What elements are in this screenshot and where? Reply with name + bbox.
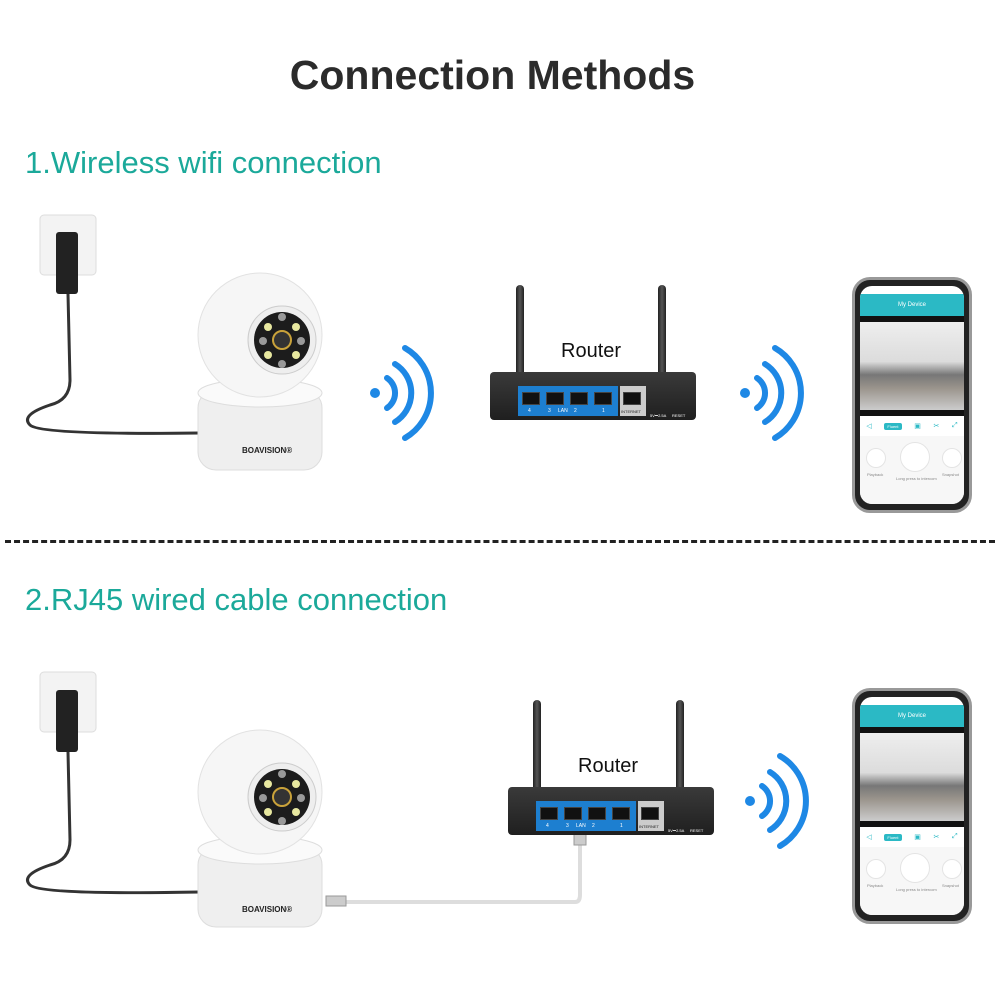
app-header: My Device <box>860 705 964 727</box>
divider <box>5 540 995 543</box>
power-label: 5V⎓2.5A <box>668 828 685 833</box>
lan-ports: 4 3 LAN 2 1 <box>518 386 618 416</box>
camera: BOAVISION® <box>197 272 323 471</box>
router-label: Router <box>561 340 622 362</box>
router-antenna <box>516 285 524 380</box>
internet-port: INTERNET <box>620 386 646 416</box>
router-antenna <box>676 700 684 795</box>
page-title: Connection Methods <box>289 52 696 98</box>
port-label: 3 <box>566 823 569 829</box>
camera-brand-logo: BOAVISION® <box>242 905 292 914</box>
port-label: 2 <box>592 823 595 829</box>
snapshot-label: Snapshot <box>942 883 959 888</box>
internet-port: INTERNET <box>638 801 664 831</box>
reset-label: RESET <box>672 413 686 418</box>
quality-button: Fluent <box>884 833 902 841</box>
playback-label: Playback <box>867 883 884 888</box>
phone: My Device ◁Fluent▣✂⤢ Playback Long press… <box>852 277 972 513</box>
camera: BOAVISION® <box>197 729 323 928</box>
router: 4 3 LAN 2 1 INTERNET 5V⎓2.5A RESET <box>508 787 714 835</box>
port-label: 3 <box>548 408 551 414</box>
router-antenna <box>533 700 541 795</box>
app-header: My Device <box>860 294 964 316</box>
port-label: 4 <box>528 408 531 414</box>
router-label: Router <box>578 755 639 777</box>
section-heading-wired: 2.RJ45 wired cable connection <box>25 582 448 617</box>
port-label: LAN <box>576 823 586 829</box>
reset-label: RESET <box>690 828 704 833</box>
section-heading-wireless: 1.Wireless wifi connection <box>25 145 382 180</box>
lan-ports: 4 3 LAN 2 1 <box>536 801 636 831</box>
camera-brand-logo: BOAVISION® <box>242 446 292 455</box>
router-antenna <box>658 285 666 380</box>
snapshot-label: Snapshot <box>942 472 959 477</box>
port-label: 4 <box>546 823 549 829</box>
port-label: 2 <box>574 408 577 414</box>
router: 4 3 LAN 2 1 INTERNET 5V⎓2.5A RESET <box>490 372 696 420</box>
port-label: 1 <box>602 408 605 414</box>
intercom-label: Long press to intercom <box>896 476 937 481</box>
wifi-signal-icon <box>370 345 434 441</box>
intercom-label: Long press to intercom <box>896 887 937 892</box>
port-label: 1 <box>620 823 623 829</box>
playback-label: Playback <box>867 472 884 477</box>
live-view <box>860 322 964 410</box>
wifi-signal-icon <box>740 345 804 441</box>
power-label: 5V⎓2.5A <box>650 413 667 418</box>
phone: My Device ◁Fluent▣✂⤢ Playback Long press… <box>852 688 972 924</box>
power-adapter-and-cable <box>26 214 201 435</box>
port-label: LAN <box>558 408 568 414</box>
power-adapter-and-cables <box>26 671 587 907</box>
quality-button: Fluent <box>884 422 902 430</box>
live-view <box>860 733 964 821</box>
wifi-signal-icon <box>745 753 809 849</box>
